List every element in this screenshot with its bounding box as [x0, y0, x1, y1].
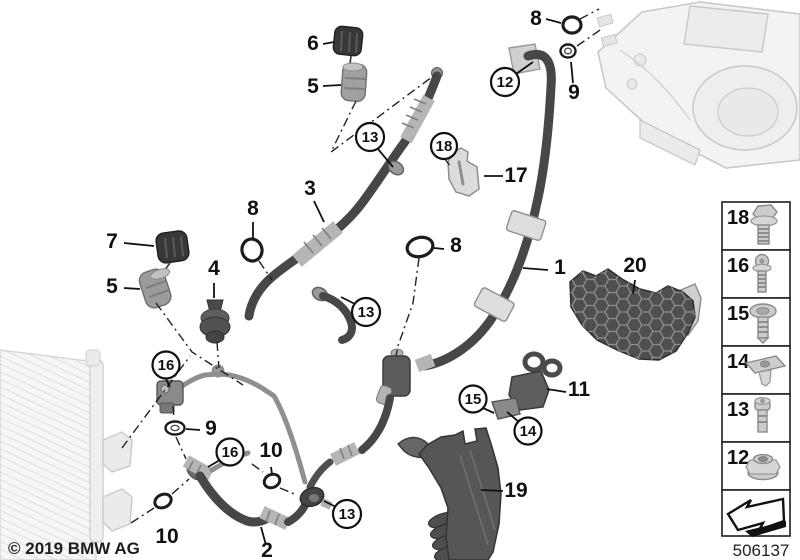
svg-text:16: 16: [222, 444, 239, 461]
line-clamp-16: [156, 380, 184, 406]
cage-nut-icon: [744, 355, 787, 387]
hvac-heater-unit: [596, 1, 800, 169]
callout-13-top[interactable]: 13: [354, 121, 386, 153]
callout-16-top[interactable]: 16: [151, 350, 181, 380]
socket-head-bolt-icon: [754, 396, 771, 433]
callout-8-mid-right[interactable]: 8: [450, 234, 462, 257]
washer-9-top: [559, 43, 577, 59]
o-ring-10-right: [262, 472, 282, 490]
callout-10-left[interactable]: 10: [155, 525, 178, 548]
sidebar-part-16[interactable]: 16: [721, 249, 791, 299]
callout-13-bottom[interactable]: 13: [331, 498, 363, 530]
callout-15[interactable]: 15: [458, 384, 488, 414]
svg-text:16: 16: [158, 357, 175, 374]
svg-text:18: 18: [727, 207, 749, 229]
callout-12[interactable]: 12: [489, 66, 521, 98]
pipe-clamp: [473, 287, 515, 322]
svg-text:15: 15: [727, 303, 749, 325]
refrigerant-hose-2: [182, 450, 333, 530]
o-ring-8-mid-right: [405, 235, 435, 259]
callout-9-top[interactable]: 9: [568, 81, 580, 104]
svg-text:16: 16: [727, 255, 749, 277]
svg-text:14: 14: [520, 423, 537, 440]
service-cap-6: [332, 25, 364, 57]
callout-5-left[interactable]: 5: [106, 275, 118, 298]
suction-pipe-1: [306, 43, 556, 491]
sidebar-part-12[interactable]: 12: [721, 441, 791, 491]
direction-arrow-box[interactable]: [721, 489, 791, 537]
svg-text:15: 15: [465, 391, 482, 408]
callout-1[interactable]: 1: [554, 256, 566, 279]
sidebar-part-14[interactable]: 14: [721, 345, 791, 395]
fastener-sidebar: 18 16: [721, 201, 791, 537]
svg-text:14: 14: [727, 351, 750, 373]
svg-text:13: 13: [727, 399, 749, 421]
washer-head-screw-icon: [749, 303, 777, 344]
o-ring-8-top: [561, 15, 583, 35]
copyright-text: © 2019 BMW AG: [8, 539, 140, 558]
svg-text:18: 18: [436, 138, 453, 155]
callout-13-mid[interactable]: 13: [350, 296, 382, 328]
bracket-17: [447, 147, 480, 197]
washer-9-left: [164, 420, 186, 436]
torx-flange-screw-icon: [752, 253, 772, 293]
svg-text:13: 13: [362, 129, 379, 146]
callout-14[interactable]: 14: [513, 416, 543, 446]
callout-9-left[interactable]: 9: [205, 417, 217, 440]
valve-damper-5-top: [340, 55, 368, 102]
assembly-lines: [121, 8, 604, 524]
callout-10-right[interactable]: 10: [259, 439, 282, 462]
line-holder-11: [491, 351, 563, 420]
condenser: [0, 349, 133, 560]
callout-19[interactable]: 19: [504, 479, 527, 502]
pressure-sensor-4: [199, 299, 231, 344]
leader-lines: [123, 18, 636, 546]
callout-8-top[interactable]: 8: [530, 7, 542, 30]
callout-11[interactable]: 11: [568, 378, 591, 401]
sidebar-part-13[interactable]: 13: [721, 393, 791, 443]
callout-17[interactable]: 17: [504, 164, 527, 187]
o-ring-10-left: [153, 492, 173, 510]
svg-text:12: 12: [727, 447, 749, 469]
direction-arrow-icon: [726, 497, 786, 537]
liquid-line-pipe: [156, 364, 308, 485]
callout-18[interactable]: 18: [429, 131, 459, 161]
callout-3[interactable]: 3: [304, 177, 316, 200]
callout-4[interactable]: 4: [208, 257, 220, 280]
callout-7[interactable]: 7: [106, 230, 118, 253]
svg-text:13: 13: [358, 304, 375, 321]
o-ring-8-mid-left: [240, 237, 264, 263]
heat-shield-20: [569, 268, 702, 361]
svg-text:12: 12: [497, 74, 514, 91]
callouts: 8 9 12 6 5 13 18 17 3 8 8 1 7 5 4 20 16 …: [106, 7, 647, 560]
callout-8-mid-left[interactable]: 8: [247, 197, 259, 220]
support-bracket-19: [397, 427, 502, 560]
hex-flange-bolt-icon: [750, 204, 778, 245]
flange-nut-icon: [745, 453, 781, 481]
sidebar-part-18[interactable]: 18: [721, 201, 791, 251]
callout-16-bottom[interactable]: 16: [215, 437, 245, 467]
callout-6[interactable]: 6: [307, 32, 319, 55]
service-cap-7: [155, 230, 190, 264]
svg-text:13: 13: [339, 506, 356, 523]
pipe-clamp: [505, 210, 547, 241]
valve-damper-5-left: [138, 262, 172, 309]
callout-20[interactable]: 20: [623, 254, 646, 277]
diagram-number: 506137: [733, 541, 790, 560]
callout-2[interactable]: 2: [261, 539, 273, 560]
sidebar-part-15[interactable]: 15: [721, 297, 791, 347]
callout-5-top[interactable]: 5: [307, 75, 319, 98]
